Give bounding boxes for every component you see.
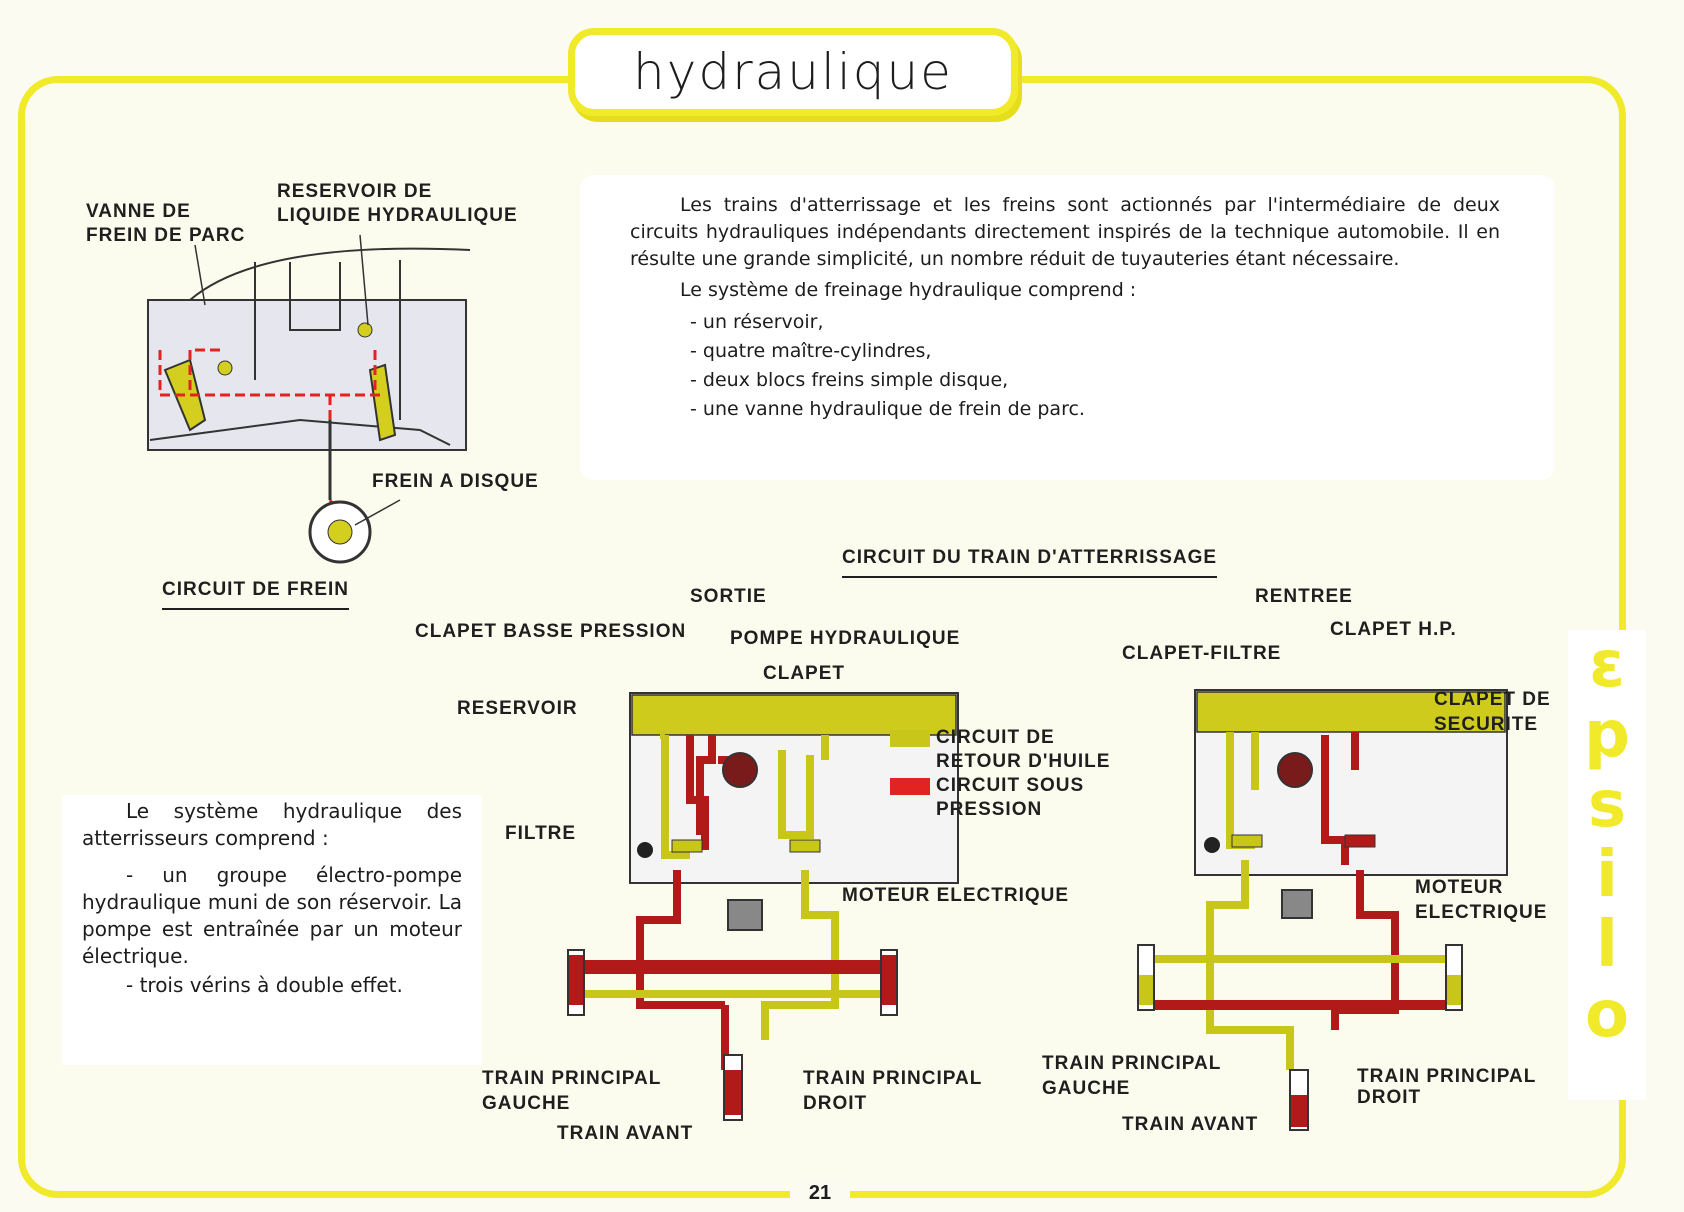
label-frein-disque: FREIN A DISQUE bbox=[372, 471, 539, 492]
brand-letter: p bbox=[1584, 698, 1630, 772]
label-rentree: RENTREE bbox=[1255, 586, 1353, 607]
label-moteur-2: ELECTRIQUE bbox=[1415, 902, 1548, 923]
brake-circuit-diagram bbox=[147, 234, 471, 564]
label-vanne-1: VANNE DE bbox=[86, 201, 191, 222]
gear-circuit-rentree bbox=[1137, 689, 1508, 1131]
intro-list-item: une vanne hydraulique de frein de parc. bbox=[690, 395, 1500, 424]
side-panel bbox=[62, 795, 482, 1065]
label-train-gauche-1: TRAIN PRINCIPAL bbox=[1042, 1053, 1222, 1074]
side-item-1: - un groupe électro-pompe hydraulique mu… bbox=[82, 863, 462, 968]
brand-epsilon-logo: ε p s i l o bbox=[1568, 630, 1646, 1100]
label-train-droit-2: DROIT bbox=[803, 1093, 868, 1114]
label-reservoir: RESERVOIR bbox=[457, 698, 578, 719]
label-clapet-hp: CLAPET H.P. bbox=[1330, 619, 1457, 640]
brake-circuit-caption: CIRCUIT DE FREIN bbox=[162, 578, 349, 610]
label-train-droit-1: TRAIN PRINCIPAL bbox=[803, 1068, 983, 1089]
intro-list-item: quatre maître-cylindres, bbox=[690, 337, 1500, 366]
brand-letter: s bbox=[1587, 768, 1627, 842]
brand-letter: ε bbox=[1589, 628, 1625, 702]
label-train-gauche-2: GAUCHE bbox=[482, 1093, 571, 1114]
label-clapet-securite-1: CLAPET DE bbox=[1434, 689, 1551, 710]
label-train-droit-1: TRAIN PRINCIPAL bbox=[1357, 1066, 1537, 1087]
page-number: 21 bbox=[790, 1182, 850, 1212]
label-moteur-1: MOTEUR bbox=[1415, 877, 1504, 898]
legend-return-swatch bbox=[890, 730, 930, 747]
brand-letter: i bbox=[1596, 838, 1618, 912]
intro-text: Les trains d'atterrissage et les freins … bbox=[630, 192, 1500, 424]
label-clapet-filtre: CLAPET-FILTRE bbox=[1122, 643, 1282, 664]
label-reservoir-liquide-1: RESERVOIR DE bbox=[277, 181, 433, 202]
label-moteur-electrique: MOTEUR ELECTRIQUE bbox=[842, 885, 1070, 906]
label-train-avant: TRAIN AVANT bbox=[1122, 1114, 1259, 1135]
intro-paragraph-1: Les trains d'atterrissage et les freins … bbox=[630, 194, 1500, 270]
label-train-droit-2: DROIT bbox=[1357, 1087, 1422, 1108]
label-reservoir-liquide-2: LIQUIDE HYDRAULIQUE bbox=[277, 205, 518, 226]
label-train-avant: TRAIN AVANT bbox=[557, 1123, 694, 1144]
intro-paragraph-2: Le système de freinage hydraulique compr… bbox=[680, 279, 1137, 301]
legend-pressure-2: PRESSION bbox=[936, 799, 1043, 820]
label-pompe-hydraulique: POMPE HYDRAULIQUE bbox=[730, 628, 961, 649]
gear-circuit-sortie bbox=[567, 692, 959, 1121]
side-item-2: - trois vérins à double effet. bbox=[126, 973, 403, 997]
brand-letter: o bbox=[1585, 978, 1629, 1052]
legend-return-2: RETOUR D'HUILE bbox=[936, 751, 1111, 772]
title-box: hydraulique bbox=[568, 28, 1018, 116]
intro-list-item: un réservoir, bbox=[690, 308, 1500, 337]
intro-list: un réservoir, quatre maître-cylindres, d… bbox=[690, 308, 1500, 424]
legend-pressure-swatch bbox=[890, 778, 930, 795]
label-clapet-basse-pression: CLAPET BASSE PRESSION bbox=[415, 621, 687, 642]
label-clapet: CLAPET bbox=[763, 663, 845, 684]
label-sortie: SORTIE bbox=[690, 586, 767, 607]
side-text: Le système hydraulique des atterrisseurs… bbox=[82, 798, 462, 999]
label-filtre: FILTRE bbox=[505, 823, 577, 844]
intro-list-item: deux blocs freins simple disque, bbox=[690, 366, 1500, 395]
legend-pressure-1: CIRCUIT SOUS bbox=[936, 775, 1085, 796]
label-train-gauche-2: GAUCHE bbox=[1042, 1078, 1131, 1099]
label-train-gauche-1: TRAIN PRINCIPAL bbox=[482, 1068, 662, 1089]
label-clapet-securite-2: SECURITE bbox=[1434, 714, 1539, 735]
brand-letter: l bbox=[1596, 908, 1618, 982]
gear-circuit-caption: CIRCUIT DU TRAIN D'ATTERRISSAGE bbox=[842, 546, 1218, 578]
label-vanne-2: FREIN DE PARC bbox=[86, 225, 246, 246]
legend-return-1: CIRCUIT DE bbox=[936, 727, 1055, 748]
page-title: hydraulique bbox=[633, 43, 953, 101]
side-paragraph: Le système hydraulique des atterrisseurs… bbox=[82, 799, 462, 850]
